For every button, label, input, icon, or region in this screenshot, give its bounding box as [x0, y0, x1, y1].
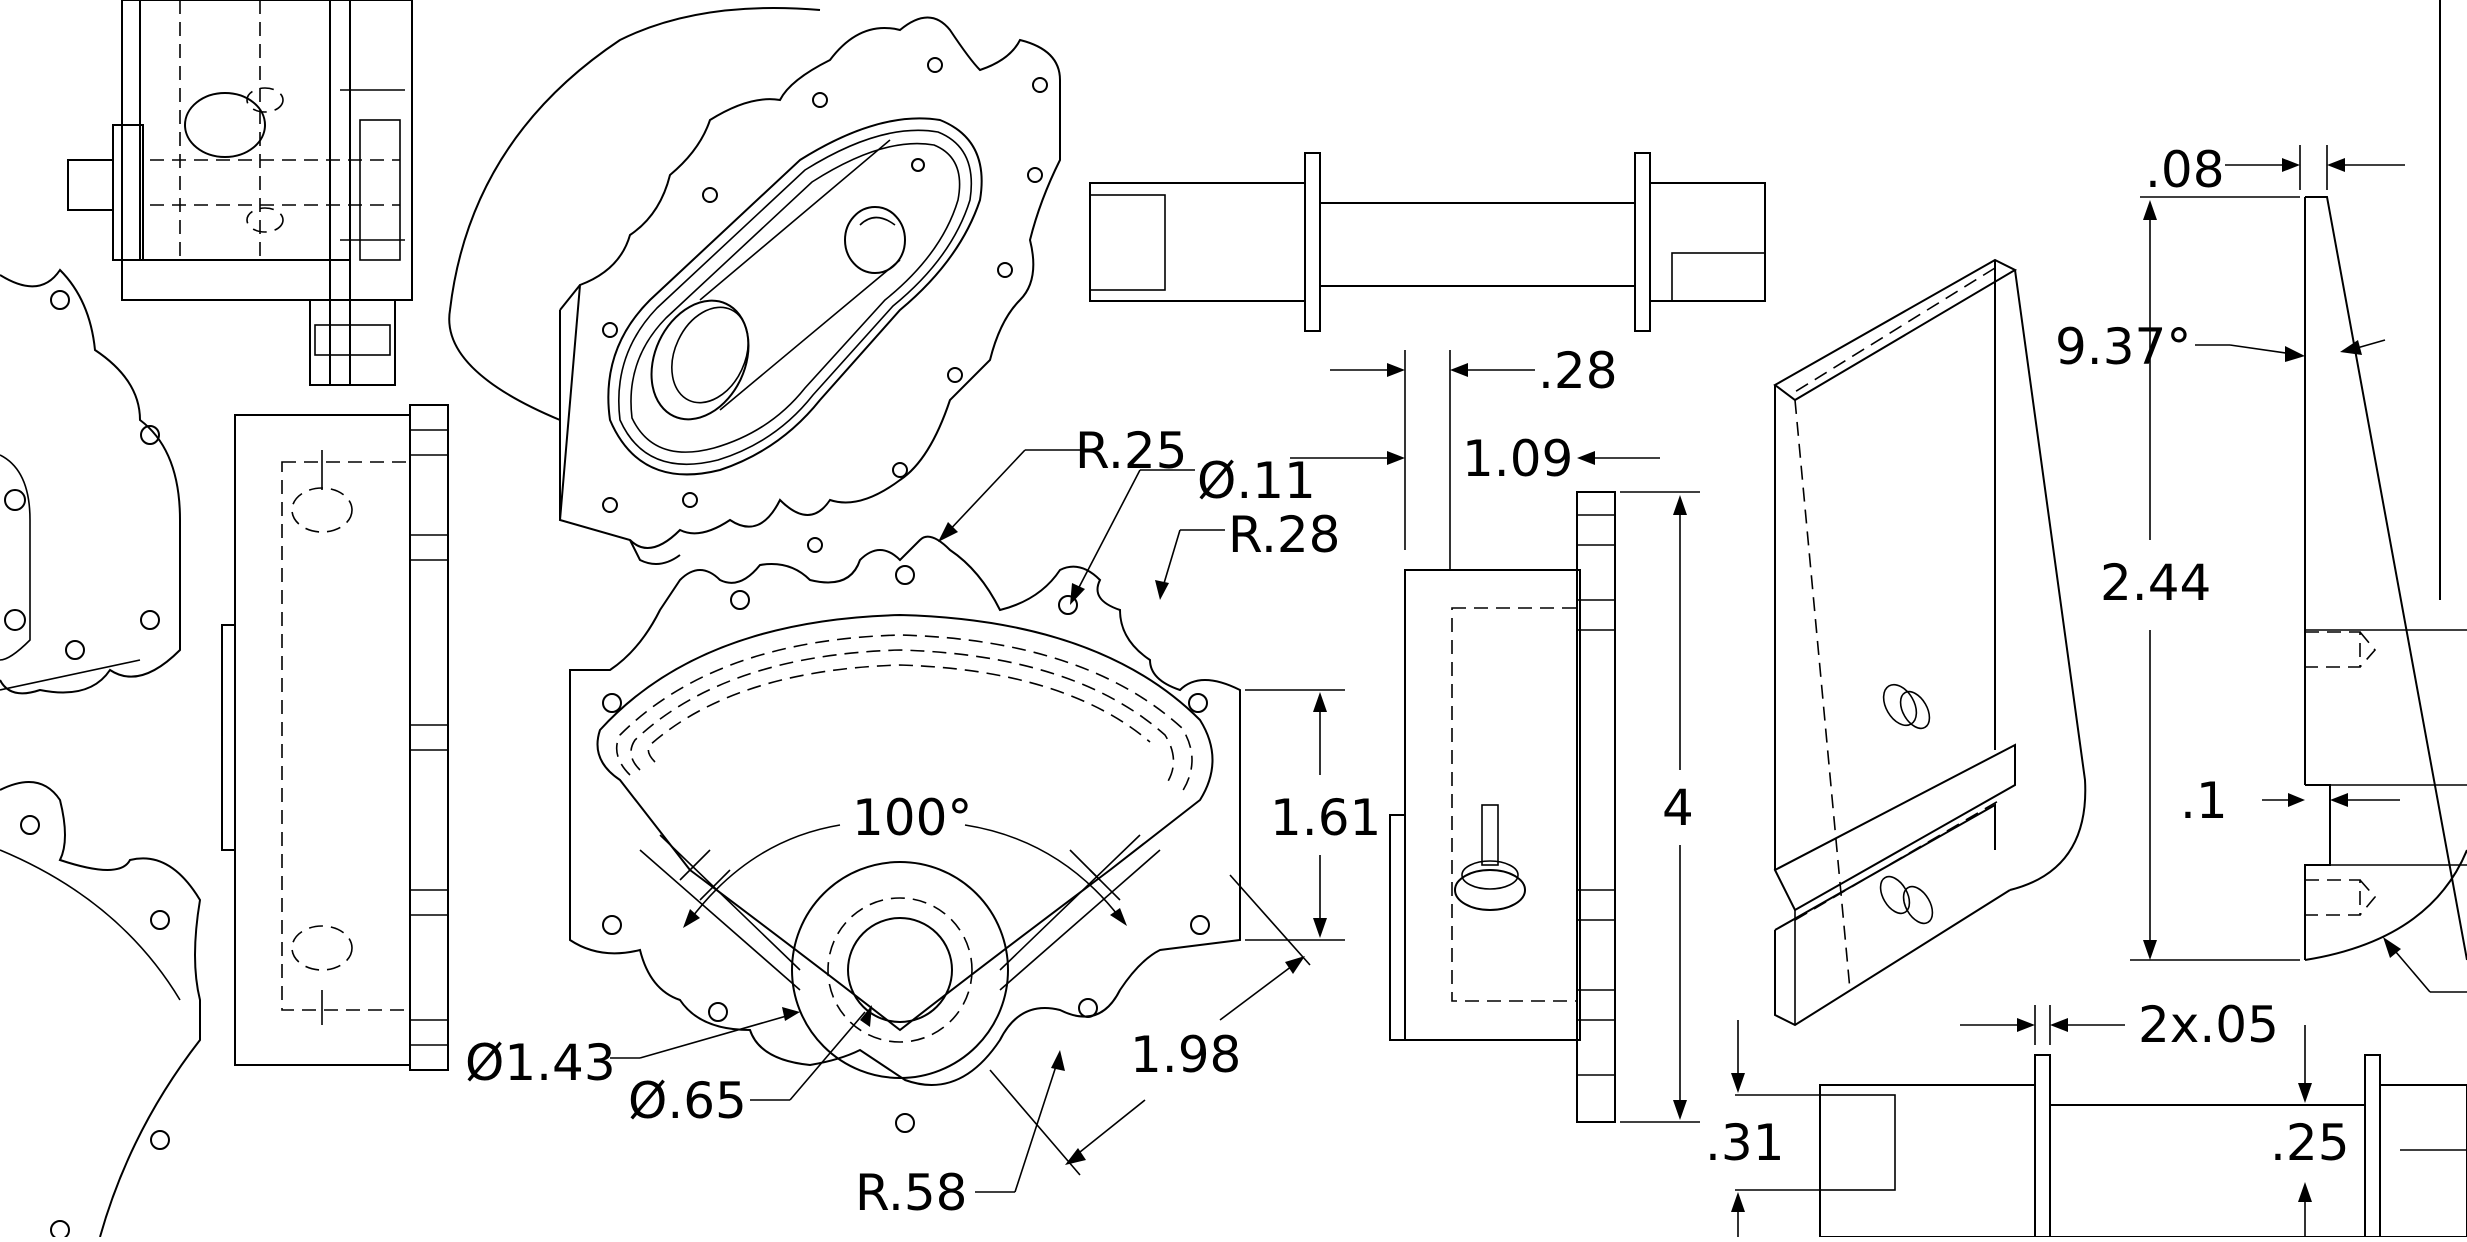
isometric-housing	[448, 7, 1061, 565]
dimension-labels: .08 .28 1.09 R.25 Ø.11 R.28 9.37° 2.44 4…	[465, 141, 2350, 1222]
dim-label-2x05: 2x.05	[2138, 996, 2279, 1054]
dim-label-161: 1.61	[1270, 789, 1381, 847]
dim-label-109: 1.09	[1462, 430, 1573, 488]
dim-label-o143: Ø1.43	[465, 1034, 616, 1092]
partial-view-left-bottom	[0, 781, 202, 1240]
partial-view-left-top	[0, 268, 181, 695]
dim-label-028: .28	[1538, 342, 1618, 400]
dim-label-198: 1.98	[1130, 1026, 1241, 1084]
dim-label-o65: Ø.65	[628, 1072, 747, 1130]
dim-label-244: 2.44	[2100, 554, 2211, 612]
dim-label-r28: R.28	[1228, 506, 1340, 564]
dim-label-4: 4	[1662, 779, 1694, 837]
wedge-profile-right	[2304, 0, 2467, 961]
dim-label-r25: R.25	[1075, 422, 1187, 480]
side-view-left-tall	[221, 404, 449, 1071]
side-view-top-left	[67, 0, 413, 386]
front-view-fan	[569, 535, 1241, 1133]
isometric-bracket	[1773, 258, 2087, 1027]
dimension-graphics	[610, 145, 2467, 1237]
dim-label-025: .25	[2270, 1114, 2350, 1172]
dim-label-100deg: 100°	[852, 789, 972, 847]
shaft-view-bottom	[1819, 1054, 2467, 1238]
dim-label-01: .1	[2180, 772, 2228, 830]
dim-label-angle-937: 9.37°	[2055, 318, 2191, 376]
dim-label-031: .31	[1705, 1114, 1785, 1172]
dim-label-o11: Ø.11	[1197, 452, 1316, 510]
dim-label-08: .08	[2145, 141, 2225, 199]
side-view-center	[1389, 350, 1616, 1123]
shaft-view-top	[1089, 152, 1766, 332]
dim-label-r58: R.58	[855, 1164, 967, 1222]
